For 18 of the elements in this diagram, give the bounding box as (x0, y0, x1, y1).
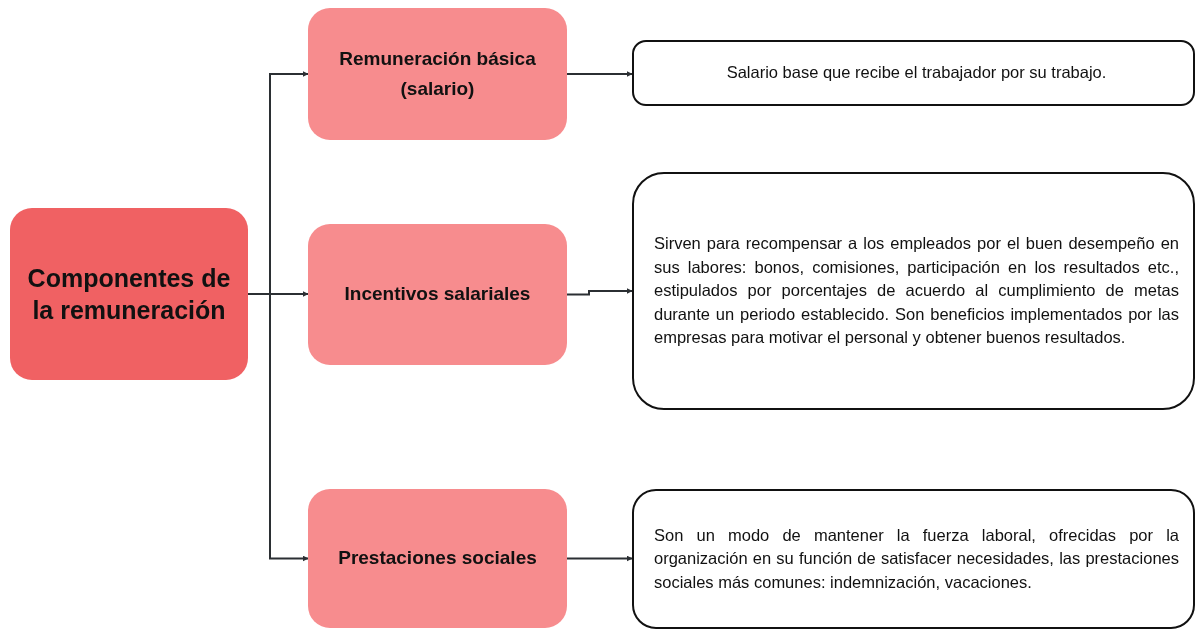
description-box (632, 172, 1195, 410)
category-box (308, 8, 567, 140)
arrow (566, 555, 633, 562)
category-box (308, 224, 567, 365)
arrow (566, 288, 633, 296)
description-box (632, 40, 1195, 106)
title-box (10, 208, 248, 380)
node-label: Incentivos salariales (343, 282, 532, 307)
description-box (632, 489, 1195, 629)
category-box (308, 489, 567, 628)
arrow (566, 71, 633, 77)
description-text: Sirven para recompensar a los empleados por el buen desempeño en sus labores: bonos, comisiones, participación en los resultados etc., estipulados por porcentajes de acuerdo al cumplimiento de metas durante un periodo establecido. Son beneficios implementados por las empresas para motivar el personal y obtener buenos resultados. (653, 233, 1180, 349)
description-text: Son un modo de mantener la fuerza laboral, ofrecidas por la organización en su función de satisfacer necesidades, las prestaciones sociales más comunes: indemnización, vacaciones. (653, 524, 1180, 593)
description-text: Salario base que recibe el trabajador por su trabajo. (725, 62, 1108, 84)
node-label: Prestaciones sociales (337, 546, 538, 571)
node-label: Remuneración básica (salario) (338, 46, 537, 101)
arrow (247, 293, 309, 562)
node-label: Componentes de la remuneración (26, 262, 232, 326)
